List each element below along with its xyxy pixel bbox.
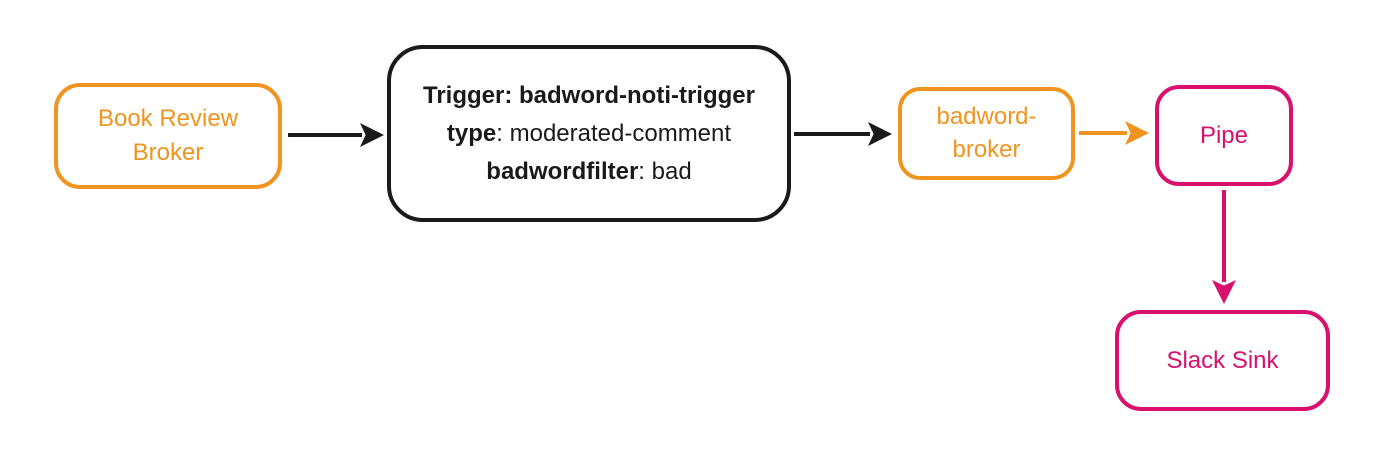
node-badword-broker-label: badword-broker bbox=[936, 103, 1037, 163]
node-badword-broker: badword-broker bbox=[898, 87, 1075, 180]
trigger-text: Trigger: badword-noti-trigger type: mode… bbox=[423, 77, 755, 191]
node-pipe: Pipe bbox=[1155, 85, 1293, 186]
node-slack-sink-label: Slack Sink bbox=[1166, 346, 1279, 374]
node-slack-sink: Slack Sink bbox=[1115, 310, 1330, 411]
node-trigger: Trigger: badword-noti-trigger type: mode… bbox=[387, 45, 791, 222]
node-pipe-label: Pipe bbox=[1199, 121, 1249, 149]
trigger-line-name: Trigger: badword-noti-trigger bbox=[423, 81, 755, 109]
node-book-review-broker: Book Review Broker bbox=[54, 83, 282, 189]
trigger-line-type: type: moderated-comment bbox=[446, 119, 732, 147]
trigger-line-filter: badwordfilter: bad bbox=[486, 157, 692, 185]
node-book-review-broker-label: Book Review Broker bbox=[97, 105, 239, 166]
